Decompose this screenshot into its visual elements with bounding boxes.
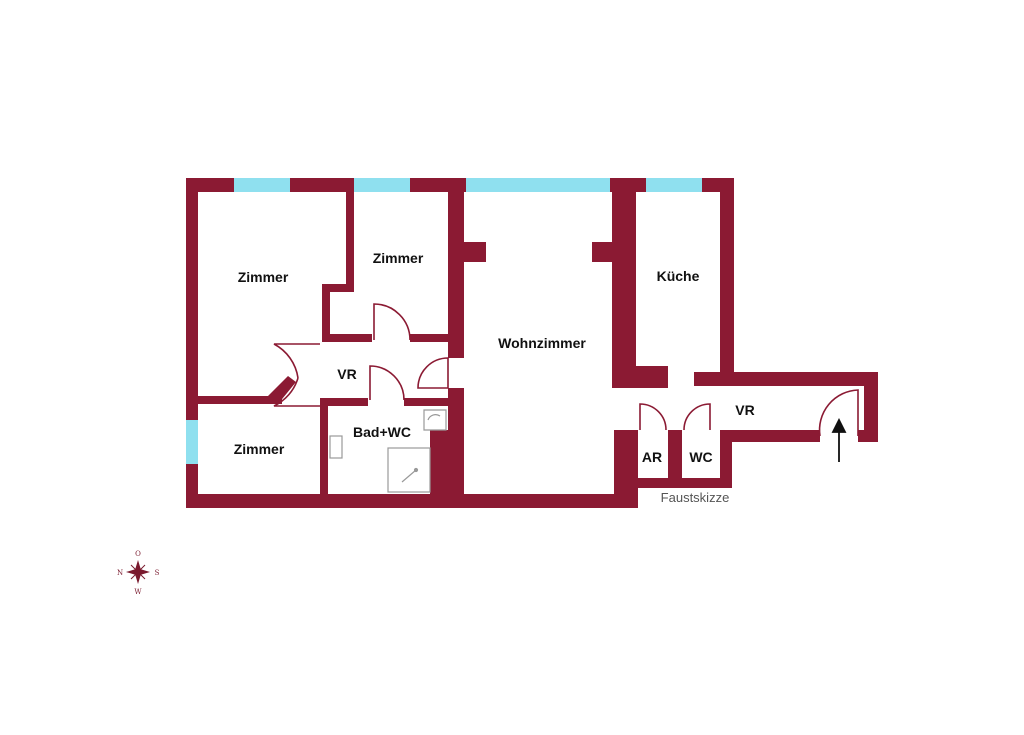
- door-swing: [369, 365, 405, 401]
- windows: [186, 178, 702, 464]
- sketch-note: Faustskizze: [661, 490, 730, 505]
- walls: [186, 178, 878, 508]
- entrance-arrow-icon: [831, 417, 847, 462]
- door-swing: [417, 357, 449, 389]
- door-swing: [273, 343, 320, 379]
- compass-rose-icon: O W N S: [117, 550, 160, 596]
- shower-icon: [387, 447, 431, 493]
- door-swing: [373, 303, 411, 341]
- bathtub-icon: [423, 409, 447, 431]
- room-label-zimmer-bottom-left: Zimmer: [234, 441, 285, 457]
- room-label-zimmer-top-mid: Zimmer: [373, 250, 424, 266]
- compass-south-letter: W: [134, 588, 142, 596]
- room-label-bad-wc: Bad+WC: [353, 424, 411, 440]
- room-label-vr-inner: VR: [337, 366, 356, 382]
- sink-icon: [329, 435, 343, 459]
- doors: [273, 303, 859, 437]
- room-label-vr-entry: VR: [735, 402, 754, 418]
- room-label-kueche: Küche: [657, 268, 700, 284]
- room-label-wohnzimmer: Wohnzimmer: [498, 335, 586, 351]
- room-label-zimmer-top-left: Zimmer: [238, 269, 289, 285]
- compass-east-letter: S: [155, 569, 160, 577]
- compass-north-letter: O: [135, 550, 141, 558]
- door-swing: [818, 389, 859, 437]
- door-swing: [639, 403, 667, 431]
- door-swing: [683, 403, 711, 431]
- room-label-wc: WC: [689, 449, 712, 465]
- door-swing: [273, 377, 320, 407]
- compass-west-letter: N: [117, 569, 123, 577]
- room-label-ar: AR: [642, 449, 662, 465]
